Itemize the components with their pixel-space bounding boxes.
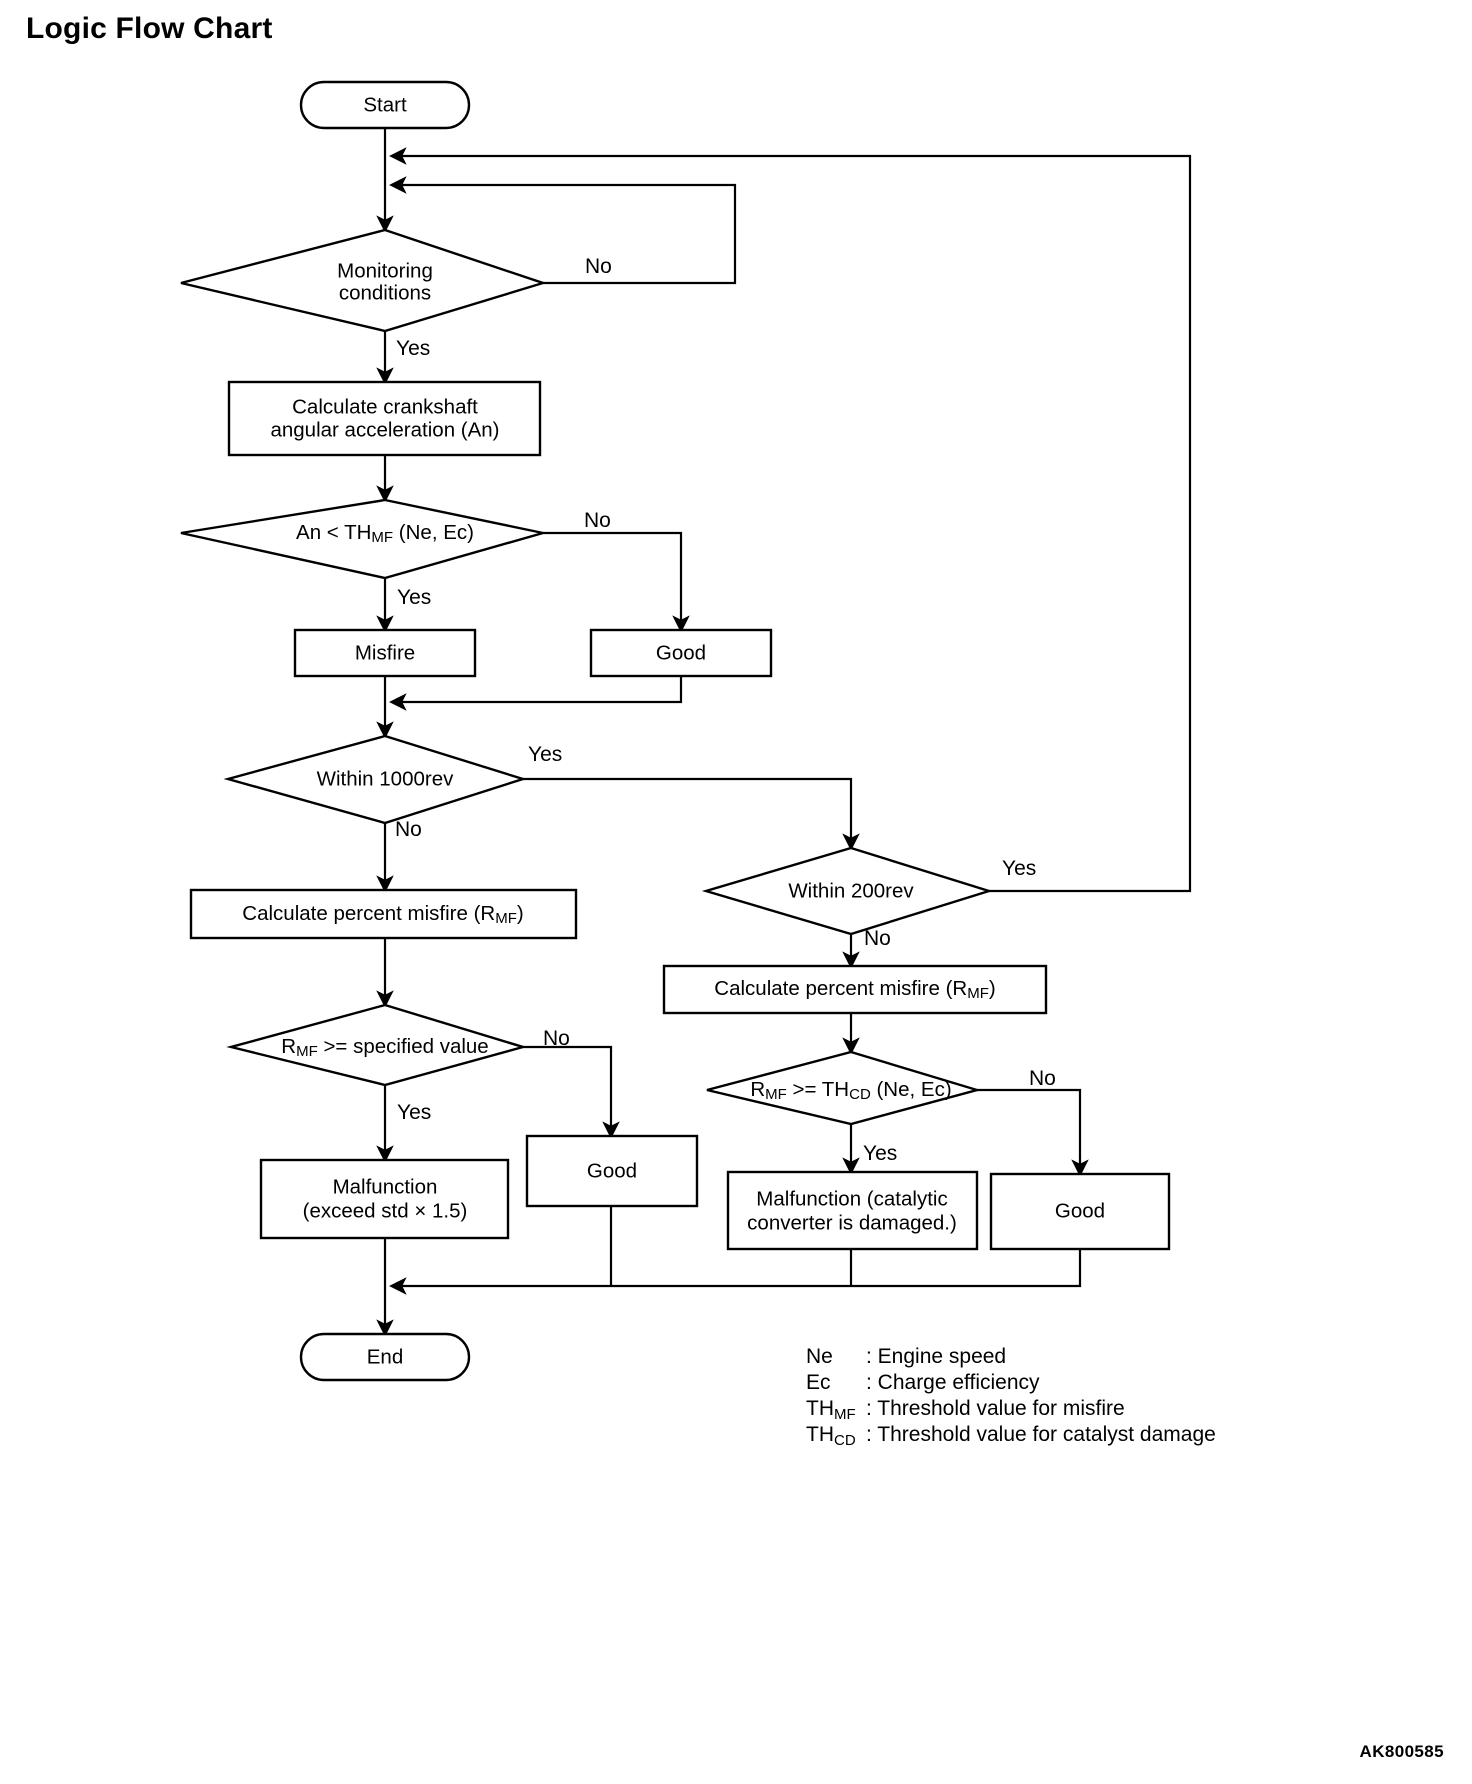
legend-desc-3: : Threshold value for catalyst damage bbox=[866, 1423, 1216, 1446]
edge-rmfspec-no bbox=[523, 1045, 620, 1139]
legend-symbol-1: Ec bbox=[806, 1371, 831, 1394]
legend-symbol-2: THMF bbox=[806, 1397, 856, 1423]
calc-crankshaft-line1: Calculate crankshaft bbox=[292, 395, 478, 418]
malfunction-line2: (exceed std × 1.5) bbox=[303, 1199, 468, 1222]
end-shape bbox=[299, 1332, 471, 1382]
calc-crankshaft-shape bbox=[227, 380, 542, 457]
edge-labels: No Yes No Yes Yes No No Yes Yes No No Ye… bbox=[395, 255, 1056, 1165]
edge-label-within200-yes: Yes bbox=[1002, 857, 1036, 880]
within200-shape bbox=[701, 846, 994, 936]
node-end[interactable]: End bbox=[299, 1332, 471, 1382]
edge-label-within1000-no: No bbox=[395, 818, 422, 841]
within1000-shape bbox=[223, 734, 527, 825]
start-shape bbox=[299, 80, 471, 130]
calc-percent-left-shape bbox=[189, 888, 578, 940]
edge-label-within200-no: No bbox=[864, 927, 891, 950]
node-calc-percent-misfire-left[interactable]: Calculate percent misfire (RMF) bbox=[189, 888, 578, 940]
node-calculate-crankshaft[interactable]: Calculate crankshaft angular acceleratio… bbox=[227, 380, 542, 457]
edge-label-monitoring-yes: Yes bbox=[396, 337, 430, 360]
calc-percent-left-label: Calculate percent misfire (RMF) bbox=[242, 902, 523, 927]
monitoring-label-line1: Monitoring bbox=[337, 259, 433, 282]
malfunction2-shape bbox=[726, 1170, 979, 1251]
edge-an-no bbox=[543, 531, 690, 633]
malfunction2-line2: converter is damaged.) bbox=[747, 1211, 957, 1234]
edge-label-rmfspec-no: No bbox=[543, 1027, 570, 1050]
rmf-spec-label: RMF >= specified value bbox=[281, 1035, 488, 1060]
monitoring-label-line2: conditions bbox=[339, 281, 431, 304]
edge-label-thcd-yes: Yes bbox=[863, 1142, 897, 1165]
node-rmf-ge-thcd[interactable]: RMF >= THCD (Ne, Ec) bbox=[706, 1050, 982, 1126]
node-malfunction-catalytic[interactable]: Malfunction (catalytic converter is dama… bbox=[726, 1170, 979, 1251]
edge-label-rmfspec-yes: Yes bbox=[397, 1101, 431, 1124]
node-within-200rev[interactable]: Within 200rev bbox=[701, 846, 994, 936]
edge-label-within1000-yes: Yes bbox=[528, 743, 562, 766]
rmf-thcd-shape bbox=[706, 1050, 982, 1126]
malfunction2-line1: Malfunction (catalytic bbox=[756, 1187, 947, 1210]
malfunction-line1: Malfunction bbox=[333, 1175, 438, 1198]
rmf-thcd-label: RMF >= THCD (Ne, Ec) bbox=[750, 1078, 951, 1103]
edge-within200-yes-loop bbox=[389, 147, 1192, 893]
node-an-lt-thmf[interactable]: An < THMF (Ne, Ec) bbox=[180, 498, 544, 580]
edge-label-an-yes: Yes bbox=[397, 586, 431, 609]
misfire-shape bbox=[293, 628, 477, 678]
good2-label: Good bbox=[587, 1159, 637, 1182]
good2-shape bbox=[525, 1134, 699, 1208]
node-malfunction[interactable]: Malfunction (exceed std × 1.5) bbox=[259, 1158, 510, 1240]
edge-within1000-yes bbox=[523, 777, 860, 851]
within1000-label: Within 1000rev bbox=[317, 767, 454, 790]
misfire-label: Misfire bbox=[355, 641, 415, 664]
edge-label-thcd-no: No bbox=[1029, 1067, 1056, 1090]
node-monitoring-conditions[interactable]: Monitoring conditions bbox=[180, 228, 547, 333]
monitoring-shape bbox=[180, 228, 547, 333]
calc-percent-right-shape bbox=[662, 964, 1048, 1015]
node-calc-percent-misfire-right[interactable]: Calculate percent misfire (RMF) bbox=[662, 964, 1048, 1015]
legend-desc-1: : Charge efficiency bbox=[866, 1371, 1040, 1394]
legend: Ne : Engine speed Ec : Charge efficiency… bbox=[806, 1345, 1216, 1449]
start-label: Start bbox=[363, 93, 407, 116]
legend-row-3: THCD : Threshold value for catalyst dama… bbox=[806, 1423, 1216, 1449]
edge-good1-merge bbox=[389, 676, 683, 711]
node-misfire[interactable]: Misfire bbox=[293, 628, 477, 678]
legend-symbol-3: THCD bbox=[806, 1423, 856, 1449]
rmf-spec-shape bbox=[226, 1003, 528, 1087]
node-rmf-ge-specified[interactable]: RMF >= specified value bbox=[226, 1003, 528, 1087]
good1-shape bbox=[589, 628, 773, 678]
node-good-1[interactable]: Good bbox=[589, 628, 773, 678]
good3-label: Good bbox=[1055, 1199, 1105, 1222]
node-start[interactable]: Start bbox=[299, 80, 471, 130]
malfunction-shape bbox=[259, 1158, 510, 1240]
connectors bbox=[376, 128, 1192, 1337]
edge-monitoring-no-loop bbox=[389, 176, 737, 285]
calc-crankshaft-line2: angular acceleration (An) bbox=[270, 418, 499, 441]
legend-row-2: THMF : Threshold value for misfire bbox=[806, 1397, 1125, 1423]
edge-label-an-no: No bbox=[584, 509, 611, 532]
good1-label: Good bbox=[656, 641, 706, 664]
legend-row-0: Ne : Engine speed bbox=[806, 1345, 1006, 1368]
node-good-2[interactable]: Good bbox=[525, 1134, 699, 1208]
good3-shape bbox=[989, 1172, 1171, 1251]
node-good-3[interactable]: Good bbox=[989, 1172, 1171, 1251]
page-title: Logic Flow Chart bbox=[26, 12, 273, 45]
an-thmf-shape bbox=[180, 498, 544, 580]
edge-good3-merge bbox=[389, 1249, 1082, 1295]
calc-percent-right-label: Calculate percent misfire (RMF) bbox=[714, 977, 995, 1002]
legend-row-1: Ec : Charge efficiency bbox=[806, 1371, 1040, 1394]
within200-label: Within 200rev bbox=[788, 879, 914, 902]
edge-label-monitoring-no: No bbox=[585, 255, 612, 278]
an-thmf-label: An < THMF (Ne, Ec) bbox=[296, 521, 474, 546]
document-code: AK800585 bbox=[1359, 1742, 1444, 1761]
legend-desc-0: : Engine speed bbox=[866, 1345, 1006, 1368]
edge-thcd-no bbox=[977, 1088, 1089, 1177]
end-label: End bbox=[367, 1345, 403, 1368]
node-within-1000rev[interactable]: Within 1000rev bbox=[223, 734, 527, 825]
legend-symbol-0: Ne bbox=[806, 1345, 833, 1368]
legend-desc-2: : Threshold value for misfire bbox=[866, 1397, 1125, 1420]
